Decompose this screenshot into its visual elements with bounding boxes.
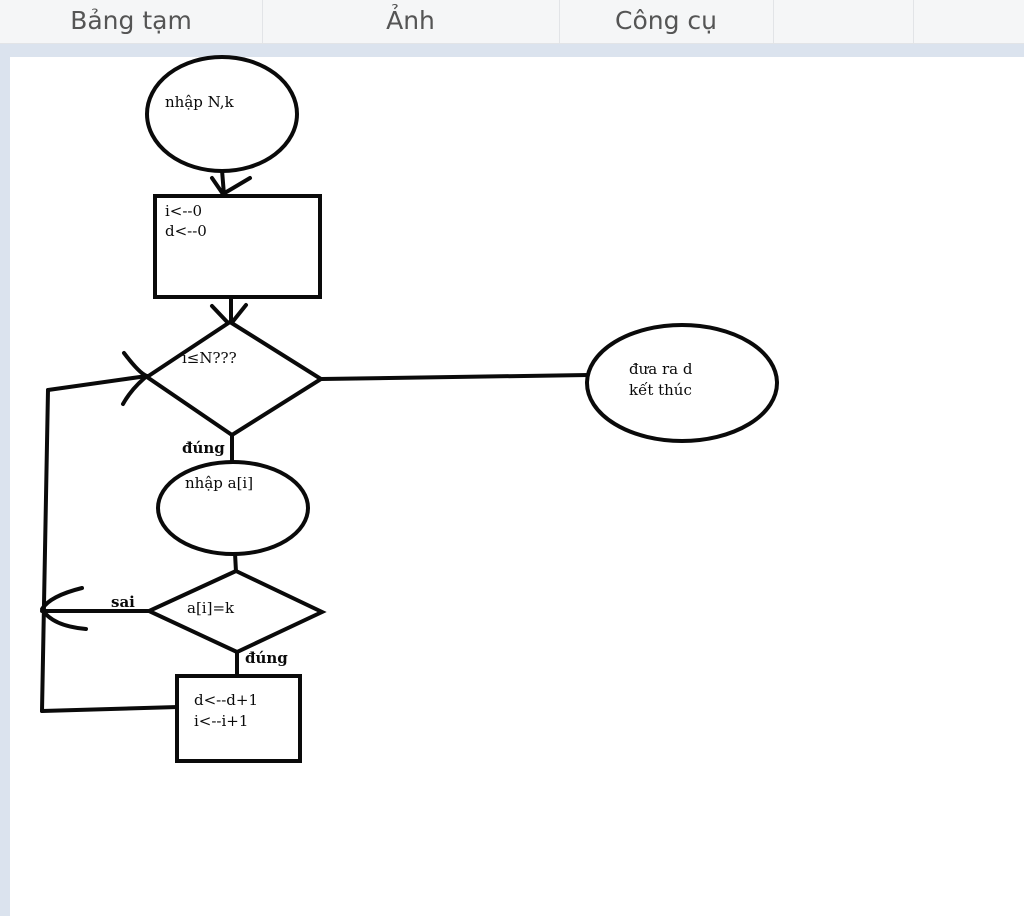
start-ellipse xyxy=(145,55,299,173)
tab-divider xyxy=(262,0,263,44)
loop-condition-diamond xyxy=(143,319,325,438)
init-line-1: i<--0 xyxy=(165,202,202,220)
yes-label-loop: đúng xyxy=(182,439,225,457)
start-text: nhập N,k xyxy=(165,93,235,111)
output-line-2: kết thúc xyxy=(629,381,692,399)
update-process-box xyxy=(175,674,302,763)
tab-divider xyxy=(559,0,560,44)
connector-update-to-loop xyxy=(40,705,180,713)
connector-loop-to-condition xyxy=(46,374,149,392)
tab-divider xyxy=(773,0,774,44)
input-item-text: nhập a[i] xyxy=(185,474,253,492)
output-line-1: đưa ra d xyxy=(629,360,693,378)
item-condition-diamond xyxy=(144,568,327,655)
input-item-ellipse xyxy=(156,460,310,556)
arrowhead-icon xyxy=(210,176,252,196)
tab-image[interactable]: Ảnh xyxy=(386,6,435,35)
arrowhead-icon xyxy=(40,586,88,631)
loop-condition-text: i≤N??? xyxy=(182,349,237,367)
flowchart-connectors xyxy=(40,168,590,713)
tab-divider xyxy=(913,0,914,44)
connector-input-to-decision xyxy=(233,551,238,574)
connector-condition-to-end xyxy=(319,373,590,381)
connector-start-to-init xyxy=(220,168,226,197)
yes-label-item: đúng xyxy=(245,649,288,667)
tab-tools[interactable]: Công cụ xyxy=(614,6,717,35)
tab-clipboard[interactable]: Bảng tạm xyxy=(70,6,192,35)
no-label-item: sai xyxy=(111,593,135,611)
output-end-ellipse xyxy=(585,323,779,443)
ribbon-tab-bar: Bảng tạm Ảnh Công cụ xyxy=(0,0,1024,44)
loop-back-line xyxy=(40,388,50,713)
update-line-1: d<--d+1 xyxy=(194,691,258,709)
update-line-2: i<--i+1 xyxy=(194,712,248,730)
init-process-box xyxy=(153,194,322,299)
item-condition-text: a[i]=k xyxy=(187,599,235,617)
init-line-2: d<--0 xyxy=(165,222,207,240)
